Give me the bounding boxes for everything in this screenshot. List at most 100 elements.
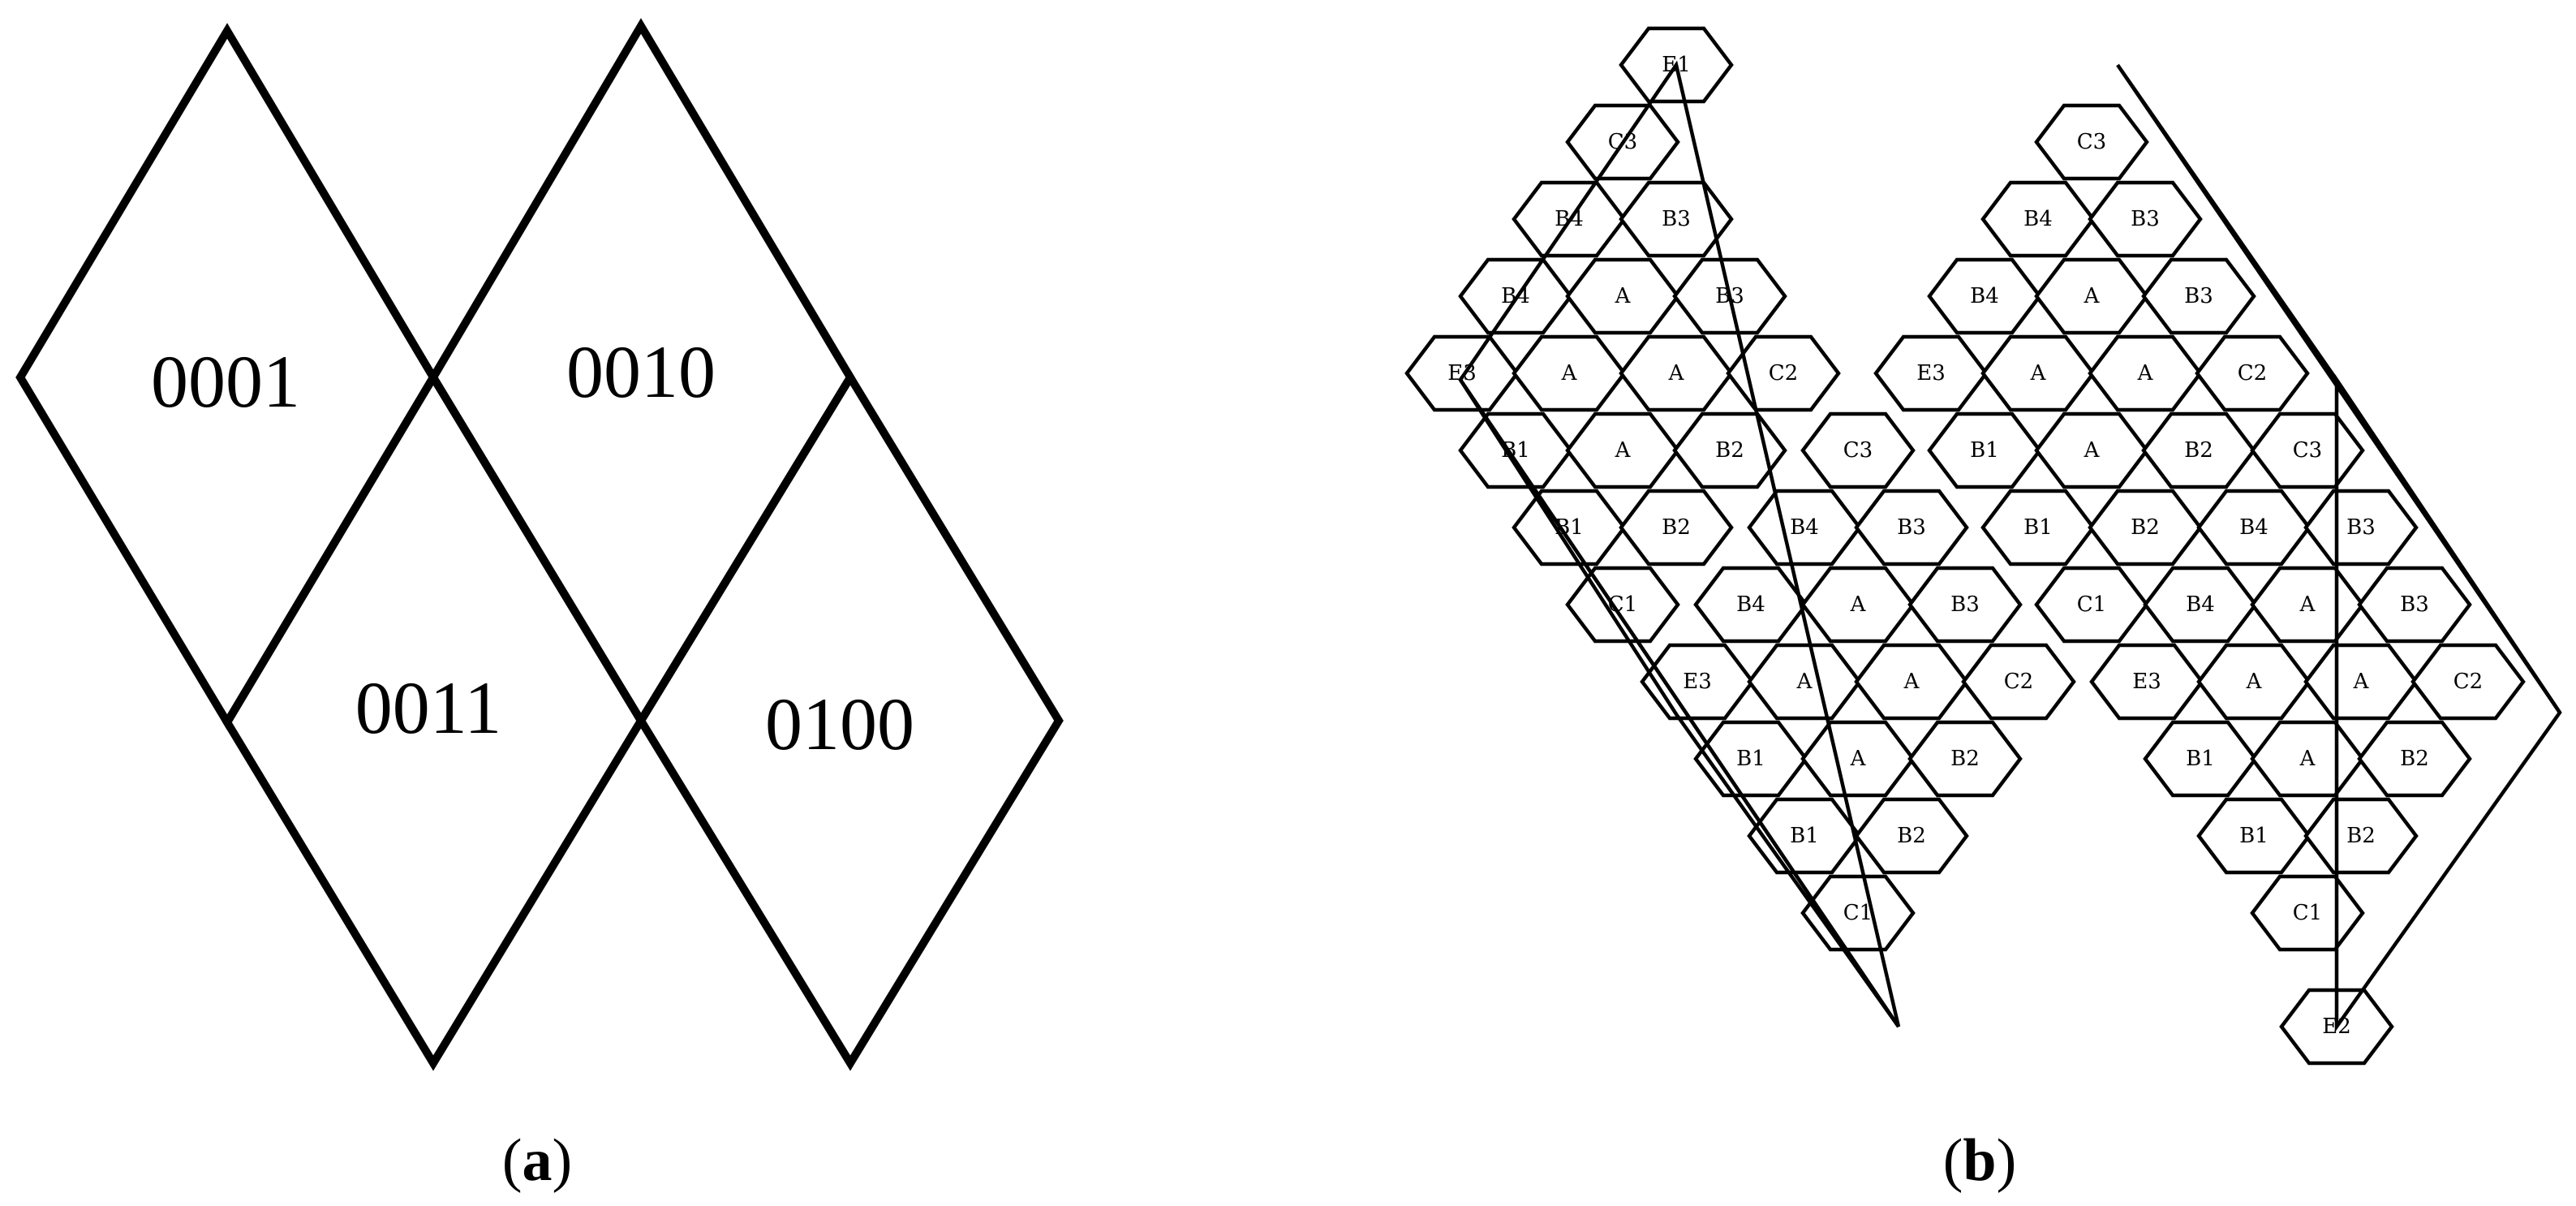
hexagon-cell-label: A — [1903, 670, 1920, 694]
hexagon-cell — [2196, 643, 2312, 721]
hexagon-cell-label: C3 — [2293, 438, 2322, 463]
hexagon-cell — [1961, 643, 2076, 721]
hexagon-cell — [1854, 643, 1969, 721]
hexagon-cell — [2357, 566, 2472, 644]
rhombus-label-0010: 0010 — [566, 330, 716, 413]
hexagon-cell — [1927, 411, 2042, 489]
hexagon-cell-label: B3 — [2131, 207, 2160, 231]
hexagon-cell — [2196, 489, 2312, 566]
rhombus-label-0001: 0001 — [151, 340, 300, 423]
hexagon-cell — [2143, 720, 2258, 798]
hexagon-cell — [1619, 334, 1734, 412]
hexagon-cell — [2088, 180, 2203, 258]
hexagon-cell — [1907, 720, 2023, 798]
hexagon-cell-label: A — [1615, 284, 1632, 308]
hexagon-cell — [2088, 489, 2203, 566]
hexagon-cell-label: B4 — [1970, 284, 1999, 308]
hexagon-cell-label: B1 — [1970, 438, 1999, 463]
hexagon-cell — [1854, 489, 1969, 566]
hexagon-cell-label: B2 — [1897, 824, 1926, 848]
hexagon-cells — [1404, 26, 2526, 1066]
hexagon-cell — [1980, 489, 2096, 566]
hexagon-cell — [1458, 411, 1573, 489]
hexagon-cell-label: C2 — [2004, 670, 2033, 694]
hexagon-cell-label: A — [1615, 438, 1632, 463]
hexagon-cell-label: B2 — [1715, 438, 1744, 463]
hexagon-cell — [1640, 643, 1755, 721]
hexagon-cell — [1873, 334, 1989, 412]
hexagon-cell — [2141, 257, 2256, 335]
rhombus-label-0100: 0100 — [765, 683, 914, 765]
hexagon-cell-label: B1 — [2186, 747, 2215, 771]
hexagon-cell — [1980, 334, 2096, 412]
hexagon-cell-label: B4 — [2239, 515, 2269, 540]
hexagon-cell-label: A — [2299, 747, 2316, 771]
hexagon-cell — [1619, 489, 1734, 566]
hexagon-cell-label: A — [1850, 747, 1867, 771]
hexagon-cell-label: B3 — [2346, 515, 2376, 540]
rhombus-label-0011: 0011 — [355, 666, 502, 749]
hexagon-cell-label: A — [2353, 670, 2370, 694]
hexagon-cell — [2141, 411, 2256, 489]
rhombus-0011 — [222, 369, 646, 1071]
hexagon-cell-label: C2 — [2238, 361, 2267, 385]
hexagon-cell-label: C2 — [1769, 361, 1798, 385]
hexagon-cell-label: B3 — [1950, 592, 1980, 617]
hexagon-cell-label: C1 — [1843, 901, 1873, 925]
hexagon-cell-label: A — [2084, 284, 2101, 308]
hexagon-cell-label: B2 — [2346, 824, 2376, 848]
hexagon-cell — [2303, 643, 2419, 721]
panel-b-caption: (b) — [1943, 1127, 2016, 1194]
hexagon-cell-label: B1 — [2023, 515, 2053, 540]
hexagon-cell-label: E3 — [1916, 361, 1946, 385]
hexagon-cell-label: B3 — [2400, 592, 2429, 617]
hexagon-cell-label: A — [2084, 438, 2101, 463]
hexagon-cell-label: B4 — [2186, 592, 2215, 617]
hexagon-cell — [1512, 334, 1627, 412]
hexagon-cell — [1800, 411, 1916, 489]
hexagon-cell-label: B4 — [2023, 207, 2053, 231]
hexagon-cell-label: A — [2030, 361, 2047, 385]
hexagon-cell — [1980, 180, 2096, 258]
panel-a-rhombus-grid: 0001 0010 0011 0100 (a) — [15, 18, 1064, 1194]
hexagon-cell-label: B1 — [1736, 747, 1765, 771]
hexagon-cell-label: A — [1561, 361, 1578, 385]
hexagon-cell — [2034, 257, 2149, 335]
hexagon-cell-label: B3 — [1662, 207, 1691, 231]
hexagon-cell-label: A — [2246, 670, 2263, 694]
hexagon-cell — [2034, 411, 2149, 489]
hexagon-cell — [1747, 643, 1862, 721]
hexagon-cell-label: B1 — [2239, 824, 2269, 848]
triangle-left-down — [1459, 378, 1900, 1028]
hexagon-cell — [1693, 566, 1808, 644]
hexagon-cell — [2303, 797, 2419, 875]
hexagon-cell — [1800, 720, 1916, 798]
hexagon-cell-label: C1 — [2077, 592, 2106, 617]
hexagon-cell-label: A — [2299, 592, 2316, 617]
panel-a-caption: (a) — [502, 1127, 572, 1194]
hexagon-cell — [1907, 566, 2023, 644]
hexagon-cell — [2410, 643, 2526, 721]
hexagon-cell — [1747, 489, 1862, 566]
hexagon-cell — [2088, 334, 2203, 412]
hexagon-cell-label: B2 — [1950, 747, 1980, 771]
hexagon-cell — [2034, 103, 2149, 181]
rhombus-0100 — [636, 369, 1064, 1071]
hexagon-cell — [2034, 566, 2149, 644]
hexagon-cell-label: B4 — [1736, 592, 1765, 617]
hexagon-cell — [1854, 797, 1969, 875]
hexagon-cell — [1693, 720, 1808, 798]
hexagon-cell — [2357, 720, 2472, 798]
hexagon-cell-label: A — [1668, 361, 1685, 385]
hexagon-cell — [1927, 257, 2042, 335]
hexagon-cell-label: E3 — [2132, 670, 2161, 694]
hexagon-cell-label: B3 — [2184, 284, 2213, 308]
hexagon-cell — [1512, 489, 1627, 566]
hexagon-cell-label: B1 — [1790, 824, 1819, 848]
hexagon-cell — [2303, 489, 2419, 566]
hexagon-cell-label: B2 — [2400, 747, 2429, 771]
hexagon-cell-label: C1 — [2293, 901, 2322, 925]
